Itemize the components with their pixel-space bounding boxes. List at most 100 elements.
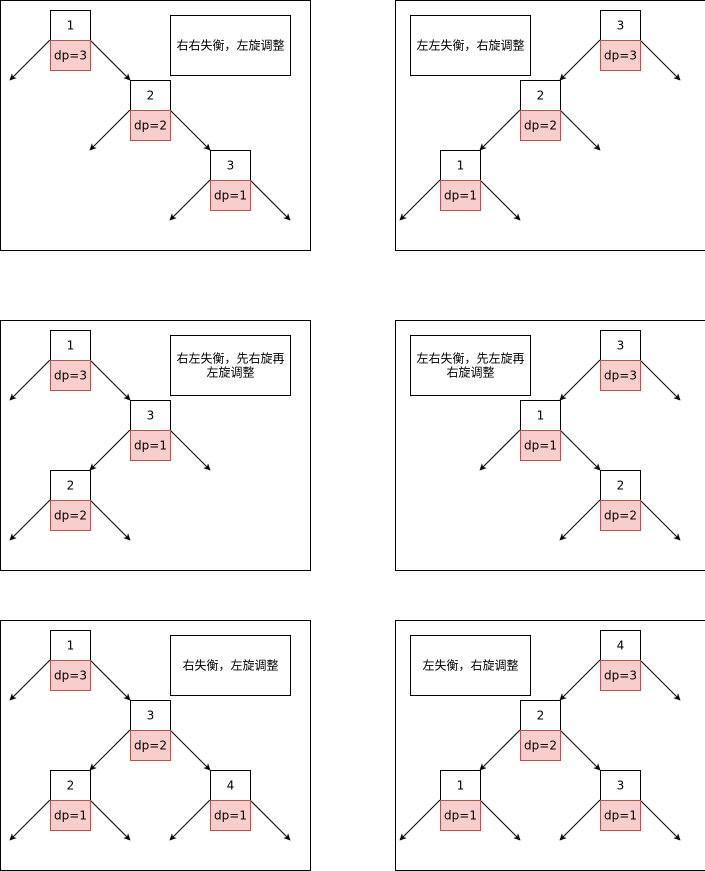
caption-line: 右右失衡，左旋调整 <box>176 38 284 53</box>
node-key-label: 3 <box>227 159 235 173</box>
node-key-label: 2 <box>67 479 75 493</box>
tree-node: 3dp=1 <box>600 770 641 831</box>
node-dp-box <box>520 110 561 141</box>
tree-node: 3dp=1 <box>130 400 171 461</box>
node-dp-box <box>440 180 481 211</box>
left-edge-arrow <box>9 659 51 701</box>
left-edge-arrow <box>399 799 441 841</box>
node-dp-box <box>210 800 251 831</box>
left-edge-arrow <box>559 799 601 841</box>
node-dp-box <box>130 110 171 141</box>
node-key-box <box>600 630 641 661</box>
right-edge-arrow <box>479 799 521 841</box>
node-key-label: 3 <box>617 19 625 33</box>
node-key-label: 2 <box>537 89 545 103</box>
left-edge-arrow <box>479 109 521 151</box>
right-edge-arrow <box>249 179 291 221</box>
node-dp-box <box>520 730 561 761</box>
tree-node: 3dp=3 <box>600 10 641 71</box>
left-edge-arrow <box>89 729 131 771</box>
tree-node: 2 dp=2 <box>50 470 91 531</box>
node-key-box <box>600 770 641 801</box>
tree-node: 4dp=1 <box>210 770 251 831</box>
node-dp-label: dp=3 <box>54 369 87 383</box>
edges <box>399 659 681 841</box>
caption: 右右失衡，左旋调整 <box>170 15 291 76</box>
node-key-box <box>520 400 561 431</box>
tree-node: 2dp=2 <box>130 80 171 141</box>
node-key-box <box>50 470 91 501</box>
node-dp-box <box>600 40 641 71</box>
node-dp-label: dp=3 <box>54 49 87 63</box>
node-dp-box <box>130 730 171 761</box>
node-dp-box <box>50 40 91 71</box>
node-key-box <box>210 150 251 181</box>
left-edge-arrow <box>479 729 521 771</box>
caption: 左失衡，右旋调整 <box>410 635 531 696</box>
right-edge-arrow <box>639 39 681 81</box>
node-dp-label: dp=2 <box>54 509 87 523</box>
node-key-box <box>600 10 641 41</box>
caption-box <box>410 15 531 76</box>
node-dp-label: dp=1 <box>444 189 477 203</box>
tree-node: 3 dp=3 <box>600 330 641 391</box>
left-edge-arrow <box>9 499 51 541</box>
node-dp-label: dp=2 <box>524 739 557 753</box>
tree-node: 3dp=2 <box>130 700 171 761</box>
edges <box>9 39 291 221</box>
node-dp-label: dp=1 <box>54 809 87 823</box>
right-edge-arrow <box>169 109 211 151</box>
right-edge-arrow <box>89 499 131 541</box>
caption-box <box>170 15 291 76</box>
tree-node: 4dp=3 <box>600 630 641 691</box>
node-key-label: 1 <box>457 159 465 173</box>
node-key-label: 1 <box>67 639 75 653</box>
right-edge-arrow <box>89 359 131 401</box>
tree-node: 1 dp=1 <box>440 770 481 831</box>
right-edge-arrow <box>639 799 681 841</box>
node-key-label: 1 <box>67 339 75 353</box>
caption-line: 右旋调整 <box>446 365 494 380</box>
right-edge-arrow <box>639 659 681 701</box>
node-key-label: 1 <box>537 409 545 423</box>
node-key-box <box>50 630 91 661</box>
node-dp-label: dp=3 <box>604 369 637 383</box>
tree-node: 1 dp=3 <box>50 10 91 71</box>
left-edge-arrow <box>559 39 601 81</box>
node-key-label: 3 <box>617 779 625 793</box>
panel-6: 4dp=3 2 dp=2 1 dp=1 3dp=1 左失衡，右旋调整 <box>395 620 705 871</box>
node-key-box <box>50 10 91 41</box>
right-edge-arrow <box>89 799 131 841</box>
node-key-box <box>600 330 641 361</box>
node-key-label: 3 <box>147 409 155 423</box>
tree-node: 2 dp=2 <box>520 700 561 761</box>
node-dp-label: dp=1 <box>444 809 477 823</box>
node-key-label: 4 <box>617 639 625 653</box>
tree-node: 1dp=1 <box>520 400 561 461</box>
node-key-label: 1 <box>67 19 75 33</box>
node-dp-label: dp=2 <box>524 119 557 133</box>
right-edge-arrow <box>169 729 211 771</box>
right-edge-arrow <box>89 659 131 701</box>
node-dp-box <box>600 360 641 391</box>
node-dp-box <box>50 660 91 691</box>
node-key-label: 2 <box>67 779 75 793</box>
edges <box>9 659 291 841</box>
node-key-label: 2 <box>147 89 155 103</box>
caption-line: 左右失衡，先左旋再 <box>416 351 524 366</box>
node-key-label: 2 <box>537 709 545 723</box>
node-key-box <box>440 150 481 181</box>
tree-node: 2dp=2 <box>600 470 641 531</box>
right-edge-arrow <box>479 179 521 221</box>
node-key-box <box>130 700 171 731</box>
right-edge-arrow <box>559 109 601 151</box>
node-key-label: 1 <box>457 779 465 793</box>
node-key-box <box>520 80 561 111</box>
left-edge-arrow <box>169 179 211 221</box>
node-key-label: 3 <box>617 339 625 353</box>
